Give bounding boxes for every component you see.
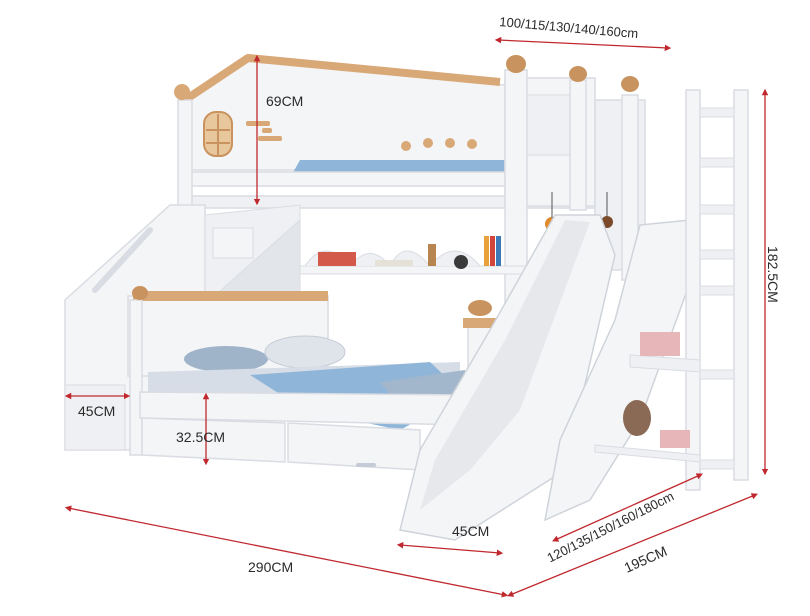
total-length-label: 290CM [248,559,294,575]
roof-height-label: 69CM [266,93,304,109]
total-height-label: 182.5CM [765,246,781,303]
slide [399,214,701,541]
upper-bunk [174,54,646,451]
drawer-height-label: 32.5CM [176,429,226,445]
lower-bed [127,286,501,471]
stair-depth-label: 45CM [78,403,116,419]
slide-width-label: 45CM [452,523,490,539]
window-icon [203,111,233,157]
measurement-lines [64,36,769,598]
right-ladder [594,89,749,491]
